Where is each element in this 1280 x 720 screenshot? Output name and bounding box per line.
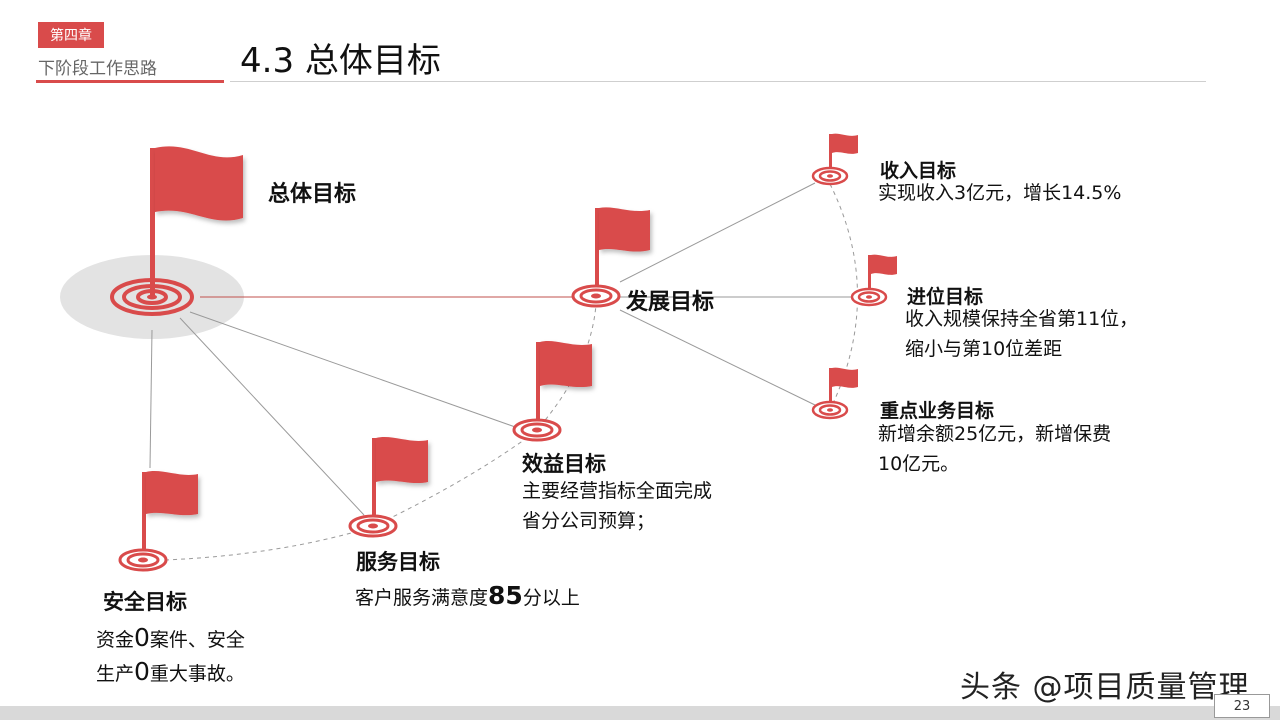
watermark: 头条 @项目质量管理 (960, 670, 1250, 705)
chapter-subtitle: 下阶段工作思路 (38, 59, 157, 79)
development-goal-label: 发展目标 (626, 290, 715, 315)
service-desc-prefix: 客户服务满意度 (355, 587, 489, 609)
rank-desc-line2: 缩小与第10位差距 (905, 338, 1063, 360)
chapter-badge: 第四章 (38, 22, 104, 48)
flag-keybiz-icon (811, 367, 858, 420)
benefit-goal-label: 效益目标 (522, 452, 606, 476)
benefit-desc-line2: 省分公司预算； (522, 510, 656, 532)
benefit-desc-line1: 主要经营指标全面完成 (522, 480, 713, 502)
flag-service-icon (348, 437, 428, 538)
page-title: 4.3 总体目标 (240, 41, 441, 81)
rank-goal-desc: 收入规模保持全省第11位， 缩小与第10位差距 (905, 304, 1138, 364)
key-business-goal-desc: 新增余额25亿元，新增保费 10亿元。 (878, 419, 1111, 479)
benefit-goal-desc: 主要经营指标全面完成 省分公司预算； (522, 476, 712, 536)
arc-service-benefit (371, 431, 536, 528)
line-main-safety (149, 329, 153, 469)
flag-safety-icon (118, 471, 198, 572)
dashed-arcs (164, 183, 858, 561)
line-development-income (619, 182, 816, 283)
safety-goal-desc: 资金0案件、安全 生产0重大事故。 (96, 622, 245, 690)
income-goal-label: 收入目标 (880, 160, 957, 182)
flag-income-icon (811, 133, 858, 186)
flag-benefit-icon (512, 341, 592, 442)
line-main-benefit (189, 311, 519, 429)
flag-rank-icon (850, 254, 897, 307)
footer-bar (0, 706, 1280, 720)
service-goal-label: 服务目标 (356, 550, 440, 574)
keybiz-desc-line1: 新增余额25亿元，新增保费 (878, 423, 1112, 445)
connector-lines (149, 182, 852, 516)
safety-desc-line1: 资金0案件、安全 (96, 623, 245, 652)
safety-goal-label: 安全目标 (103, 590, 187, 614)
income-goal-desc: 实现收入3亿元，增长14.5% (878, 182, 1122, 204)
key-business-goal-label: 重点业务目标 (880, 400, 995, 422)
line-development-keybiz (619, 309, 816, 406)
service-desc-suffix: 分以上 (522, 587, 580, 609)
flag-development-icon (571, 207, 650, 308)
arc-benefit-development (534, 304, 597, 433)
rank-goal-label: 进位目标 (907, 286, 984, 308)
overall-goal-label: 总体目标 (268, 182, 357, 207)
arc-safety-service (164, 526, 373, 561)
title-divider (230, 81, 1206, 82)
chapter-underline (36, 80, 224, 83)
service-desc-number: 85 (488, 581, 523, 610)
service-goal-desc: 客户服务满意度85分以上 (355, 581, 580, 613)
safety-desc-line2: 生产0重大事故。 (96, 657, 245, 686)
rank-desc-line1: 收入规模保持全省第11位， (905, 308, 1139, 330)
keybiz-desc-line2: 10亿元。 (878, 453, 960, 475)
flag-overall-icon (110, 146, 243, 316)
page-number: 23 (1214, 694, 1270, 718)
line-main-service (179, 317, 365, 516)
